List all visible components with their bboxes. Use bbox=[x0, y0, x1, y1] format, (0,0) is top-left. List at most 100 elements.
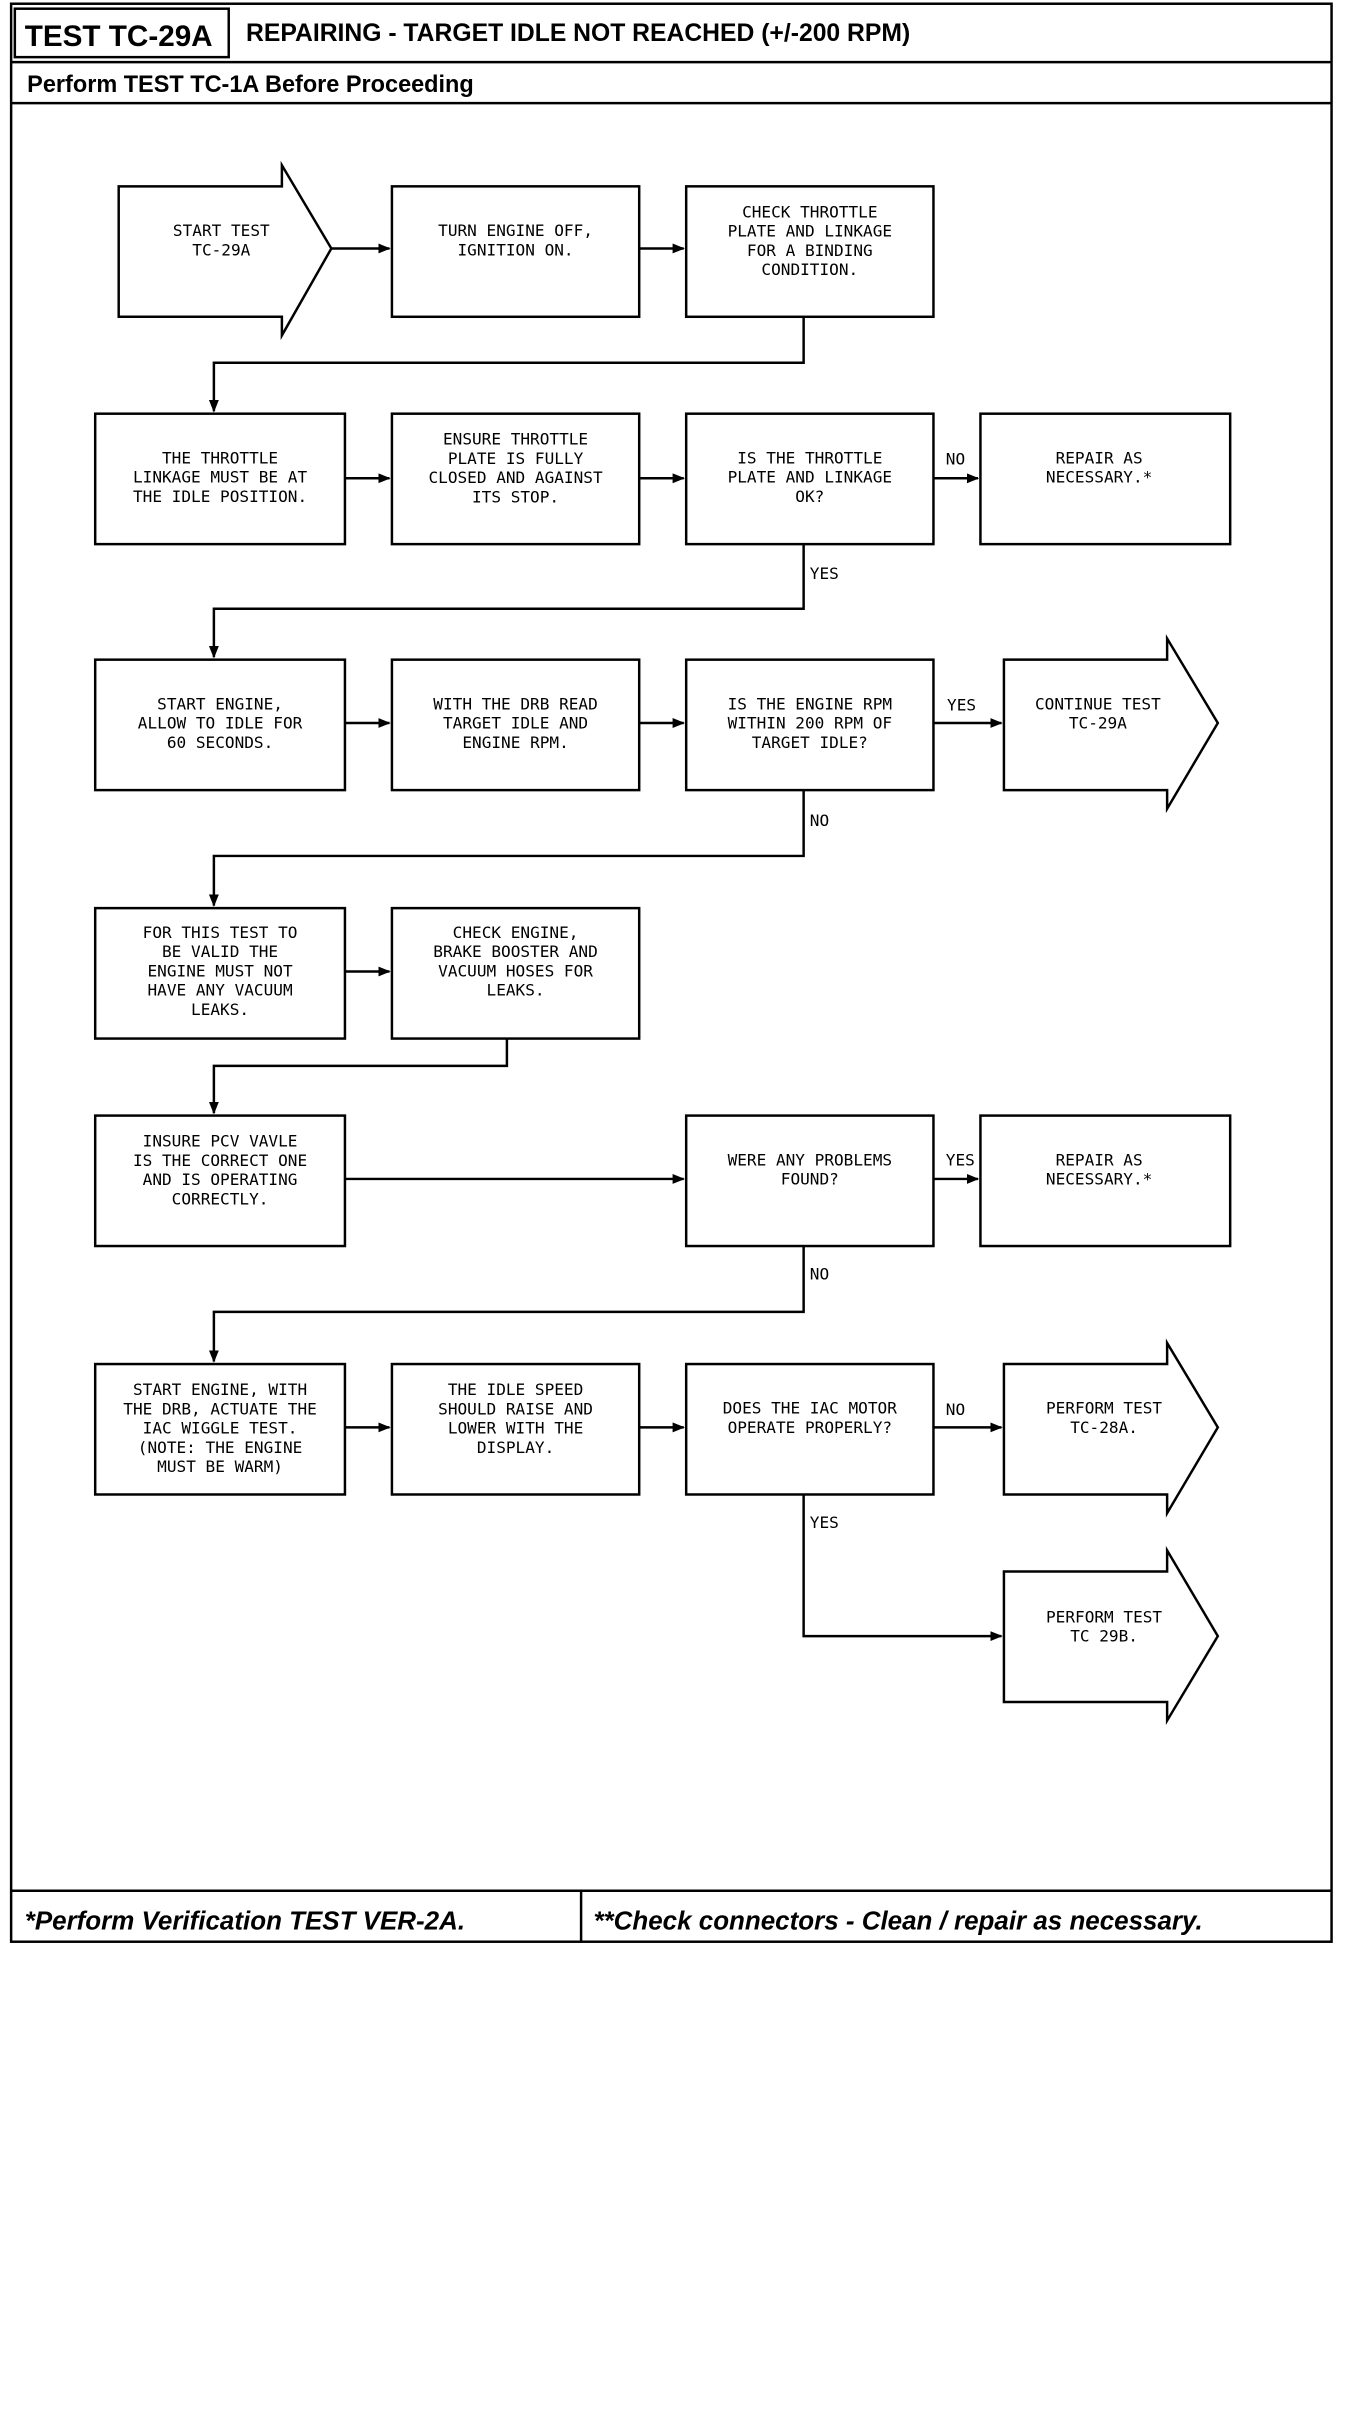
node-text-line: (NOTE: THE ENGINE bbox=[138, 1438, 302, 1457]
rpm-within-node bbox=[684, 658, 935, 792]
pcv-valve-node bbox=[93, 1114, 347, 1248]
arrow-rpm-no bbox=[208, 790, 805, 907]
arrow-check-to-linkage bbox=[208, 316, 805, 413]
node-text-line: CHECK ENGINE, bbox=[453, 923, 579, 942]
node-text-line: TC-29A bbox=[1069, 714, 1127, 733]
node-text-line: IS THE THROTTLE bbox=[737, 448, 882, 467]
repair-2-node bbox=[979, 1114, 1232, 1248]
node-text-line: CORRECTLY. bbox=[172, 1189, 269, 1208]
node-text-line: LOWER WITH THE bbox=[448, 1419, 583, 1438]
node-text-line: TARGET IDLE? bbox=[752, 733, 868, 752]
node-text-line: MUST BE WARM) bbox=[157, 1457, 283, 1476]
test-id: TEST TC-29A bbox=[25, 20, 213, 53]
label-no-iac: NO bbox=[946, 1400, 965, 1419]
node-text-line: WERE ANY PROBLEMS bbox=[728, 1150, 892, 1169]
label-no-problems: NO bbox=[810, 1265, 829, 1284]
start-arrow-node bbox=[117, 160, 333, 341]
connectors bbox=[208, 243, 1003, 1642]
continue-test-arrow-node bbox=[1002, 634, 1220, 814]
node-text-line: BE VALID THE bbox=[162, 942, 278, 961]
drb-read-node bbox=[390, 658, 641, 792]
node-text-line: FOUND? bbox=[781, 1169, 839, 1188]
node-text-line: CONDITION. bbox=[761, 260, 858, 279]
node-text-line: IGNITION ON. bbox=[458, 240, 574, 259]
node-text-line: ENSURE THROTTLE bbox=[443, 430, 588, 449]
node-text-line: 60 SECONDS. bbox=[167, 733, 273, 752]
label-yes-rpm: YES bbox=[947, 696, 976, 715]
page-subtitle: Perform TEST TC-1A Before Proceeding bbox=[27, 71, 474, 97]
perform-28a-arrow-node bbox=[1002, 1338, 1220, 1518]
node-text-line: BRAKE BOOSTER AND bbox=[433, 942, 597, 961]
node-text-line: LEAKS. bbox=[487, 981, 545, 1000]
node-text-line: IS THE CORRECT ONE bbox=[133, 1151, 307, 1170]
page-title: REPAIRING - TARGET IDLE NOT REACHED (+/-… bbox=[246, 20, 910, 47]
node-text-line: WITH THE DRB READ bbox=[433, 694, 597, 713]
node-text-line: ENGINE MUST NOT bbox=[148, 961, 293, 980]
node-text-line: REPAIR AS bbox=[1056, 448, 1143, 467]
node-text-line: TURN ENGINE OFF, bbox=[438, 221, 593, 240]
node-text-line: REPAIR AS bbox=[1056, 1150, 1143, 1169]
test-id-box bbox=[13, 7, 230, 59]
footer-left-note: *Perform Verification TEST VER-2A. bbox=[25, 1905, 465, 1935]
start-engine-idle-node bbox=[93, 658, 347, 792]
node-text-line: SHOULD RAISE AND bbox=[438, 1399, 593, 1418]
node-text-line: ENGINE RPM. bbox=[462, 733, 568, 752]
turn-engine-off-text: TURN ENGINE OFF,IGNITION ON. bbox=[438, 221, 593, 259]
node-text-line: CLOSED AND AGAINST bbox=[428, 468, 602, 487]
node-text-line: THE IDLE SPEED bbox=[448, 1380, 583, 1399]
node-text-line: TC-28A. bbox=[1070, 1418, 1138, 1437]
is-plate-ok-node bbox=[684, 412, 935, 546]
arrow-iac-yes bbox=[802, 1494, 1003, 1642]
node-text-line: WITHIN 200 RPM OF bbox=[728, 714, 892, 733]
linkage-idle-node bbox=[93, 412, 347, 546]
node-text-line: OPERATE PROPERLY? bbox=[728, 1418, 892, 1437]
label-yes-problems: YES bbox=[946, 1150, 975, 1169]
node-text-line: CHECK THROTTLE bbox=[742, 202, 877, 221]
node-text-line: ITS STOP. bbox=[472, 487, 559, 506]
node-text-line: TC-29A bbox=[192, 240, 250, 259]
valid-test-node bbox=[93, 906, 347, 1040]
arrow-plate-ok-yes bbox=[208, 544, 805, 659]
node-text-line: DOES THE IAC MOTOR bbox=[723, 1399, 897, 1418]
idle-speed-raise-node bbox=[390, 1362, 641, 1496]
node-text-line: IS THE ENGINE RPM bbox=[728, 694, 892, 713]
nodes bbox=[93, 160, 1232, 1726]
node-text-line: THE IDLE POSITION. bbox=[133, 487, 307, 506]
node-text-line: VACUUM HOSES FOR bbox=[438, 961, 593, 980]
node-text-line: LEAKS. bbox=[191, 1000, 249, 1019]
label-yes-plate: YES bbox=[810, 564, 839, 583]
node-text-line: INSURE PCV VAVLE bbox=[143, 1132, 298, 1151]
check-hoses-node bbox=[390, 906, 641, 1040]
ensure-closed-node bbox=[390, 412, 641, 546]
node-text-line: OK? bbox=[795, 487, 824, 506]
node-text-line: NECESSARY.* bbox=[1046, 468, 1152, 487]
node-text-line: PERFORM TEST bbox=[1046, 1607, 1162, 1626]
arrow-problems-no bbox=[208, 1246, 805, 1363]
node-text-line: START ENGINE, WITH bbox=[133, 1380, 307, 1399]
node-text-line: THE DRB, ACTUATE THE bbox=[123, 1399, 317, 1418]
node-text-line: START TEST bbox=[173, 221, 270, 240]
node-text-line: PLATE AND LINKAGE bbox=[728, 222, 892, 241]
node-text-line: THE THROTTLE bbox=[162, 448, 278, 467]
node-text-line: NECESSARY.* bbox=[1046, 1169, 1152, 1188]
iac-wiggle-node bbox=[93, 1362, 347, 1496]
